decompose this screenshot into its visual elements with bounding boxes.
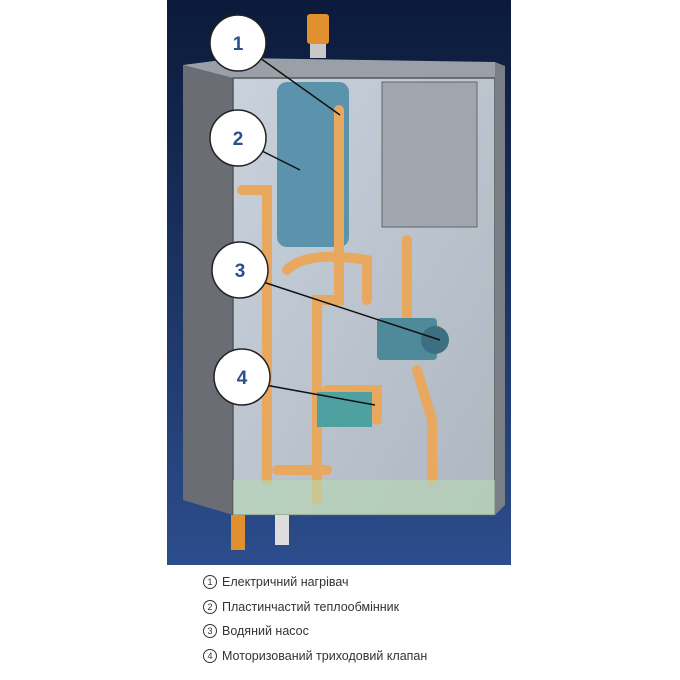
cabinet-side-panel bbox=[183, 65, 233, 515]
legend-number: 3 bbox=[203, 624, 217, 639]
legend-number: 2 bbox=[203, 599, 217, 614]
top-air-valve bbox=[307, 14, 329, 44]
legend-item: 2 Пластинчастий теплообмінник bbox=[203, 595, 427, 620]
electrical-box bbox=[381, 81, 478, 228]
bottom-fitting-right bbox=[275, 515, 289, 545]
legend-item: 1 Електричний нагрівач bbox=[203, 570, 427, 595]
legend-label: Моторизований триходовий клапан bbox=[222, 648, 428, 663]
callout-3: 3 bbox=[211, 241, 269, 299]
legend-item: 3 Водяний насос bbox=[203, 619, 427, 644]
legend-label: Водяний насос bbox=[222, 624, 309, 639]
electric-heater bbox=[277, 82, 349, 247]
legend-label: Пластинчастий теплообмінник bbox=[222, 599, 400, 614]
cabinet-top bbox=[183, 58, 495, 78]
legend-number: 1 bbox=[203, 575, 217, 590]
three-way-valve bbox=[317, 392, 372, 427]
boiler-illustration: 1 2 3 4 bbox=[167, 0, 511, 565]
svg-text:3: 3 bbox=[235, 261, 246, 282]
legend-item: 4 Моторизований триходовий клапан bbox=[203, 644, 427, 669]
callout-4: 4 bbox=[213, 348, 271, 406]
svg-text:4: 4 bbox=[237, 368, 248, 389]
callout-2: 2 bbox=[209, 109, 267, 167]
svg-text:2: 2 bbox=[233, 129, 244, 150]
bottom-fitting-left bbox=[231, 515, 245, 550]
svg-text:1: 1 bbox=[233, 34, 244, 55]
legend: 1 Електричний нагрівач 2 Пластинчастий теп… bbox=[203, 570, 427, 668]
callout-1: 1 bbox=[209, 14, 267, 72]
water-pump bbox=[377, 318, 437, 360]
legend-label: Електричний нагрівач bbox=[222, 575, 349, 590]
legend-number: 4 bbox=[203, 648, 217, 663]
